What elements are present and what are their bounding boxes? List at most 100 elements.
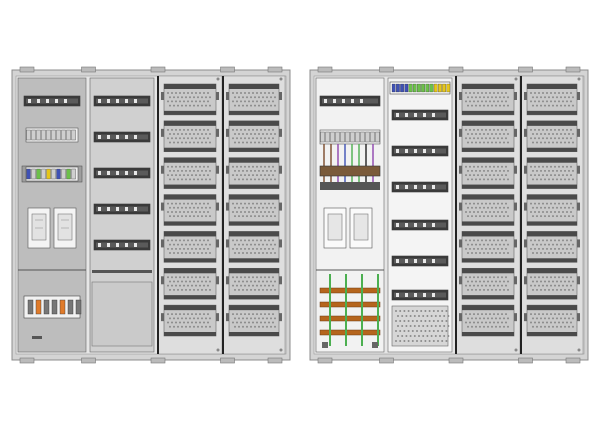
perforation-hole bbox=[483, 178, 485, 181]
perforation-hole bbox=[266, 280, 268, 283]
perforation-hole bbox=[426, 335, 429, 337]
distribution-row bbox=[161, 120, 219, 153]
perforation-hole bbox=[236, 321, 238, 324]
perforation-hole bbox=[268, 174, 270, 177]
perforation-hole bbox=[501, 284, 503, 287]
perforation-hole bbox=[266, 325, 268, 328]
perforation-hole bbox=[185, 280, 187, 283]
distribution-row bbox=[459, 267, 517, 300]
perforation-hole bbox=[497, 128, 499, 131]
row-tab-left bbox=[459, 165, 462, 174]
perforation-hole bbox=[554, 210, 556, 213]
distribution-row bbox=[524, 304, 580, 337]
perforation-hole bbox=[234, 141, 236, 144]
perforation-hole bbox=[420, 330, 423, 332]
perforation-hole bbox=[485, 210, 487, 213]
distribution-row bbox=[524, 267, 580, 300]
perforation-hole bbox=[244, 276, 246, 279]
din-rail bbox=[391, 181, 449, 193]
terminal bbox=[446, 83, 451, 93]
perforation-hole bbox=[270, 133, 272, 136]
perforation-hole bbox=[197, 252, 199, 255]
perforation-hole bbox=[441, 320, 444, 322]
perforation-hole bbox=[405, 315, 408, 317]
perforation-hole bbox=[266, 252, 268, 255]
perforation-hole bbox=[232, 100, 234, 103]
rail-module-mark bbox=[414, 293, 417, 297]
perforation-hole bbox=[507, 215, 509, 218]
rail-module-mark bbox=[107, 135, 110, 139]
perforation-hole bbox=[430, 325, 433, 327]
perforation-hole bbox=[479, 252, 481, 255]
perforation-hole bbox=[548, 252, 550, 255]
perforation-hole bbox=[570, 128, 572, 131]
perforation-hole bbox=[191, 174, 193, 177]
perforation-hole bbox=[252, 321, 254, 324]
perforation-hole bbox=[495, 288, 497, 291]
perforation-hole bbox=[175, 202, 177, 205]
perforation-hole bbox=[260, 276, 262, 279]
perforation-hole bbox=[542, 137, 544, 140]
busbar bbox=[319, 287, 381, 294]
perforation-hole bbox=[544, 288, 546, 291]
perforation-hole bbox=[424, 310, 427, 312]
terminal-block bbox=[46, 168, 51, 180]
row-tab-right bbox=[279, 202, 282, 211]
distribution-row bbox=[459, 304, 517, 337]
perforation-hole bbox=[572, 325, 574, 328]
perforation-hole bbox=[570, 137, 572, 140]
perforation-hole bbox=[203, 313, 205, 316]
perforation-hole bbox=[256, 239, 258, 242]
din-rail bbox=[93, 203, 151, 215]
perforation-hole bbox=[477, 92, 479, 94]
perforation-hole bbox=[544, 96, 546, 99]
perforation-hole bbox=[195, 165, 197, 168]
perforation-hole bbox=[246, 141, 248, 144]
perforation-hole bbox=[439, 315, 441, 317]
perforation-hole bbox=[493, 284, 495, 287]
perforation-hole bbox=[489, 128, 491, 131]
perforation-hole bbox=[471, 133, 473, 136]
row-tab-left bbox=[161, 165, 164, 174]
row-tab-left bbox=[161, 92, 164, 100]
perforation-hole bbox=[542, 202, 544, 205]
perforation-hole bbox=[447, 315, 450, 317]
perforation-hole bbox=[397, 325, 399, 327]
perforation-hole bbox=[552, 280, 554, 283]
perforation-hole bbox=[242, 317, 244, 320]
distribution-row bbox=[524, 120, 580, 153]
perforation-hole bbox=[540, 280, 542, 283]
perforation-hole bbox=[252, 174, 254, 177]
perforation-hole bbox=[556, 169, 558, 172]
perforation-hole bbox=[546, 276, 548, 279]
perforation-hole bbox=[479, 104, 481, 107]
perforation-hole bbox=[487, 252, 489, 255]
perforation-hole bbox=[256, 100, 258, 103]
perforation-hole bbox=[183, 210, 185, 213]
perforation-hole bbox=[399, 320, 402, 322]
perforation-hole bbox=[465, 284, 467, 287]
perforation-hole bbox=[534, 137, 536, 140]
perforation-hole bbox=[242, 252, 244, 255]
perforation-hole bbox=[264, 202, 266, 205]
perforation-hole bbox=[171, 128, 173, 131]
perforation-hole bbox=[250, 243, 252, 246]
perforation-hole bbox=[536, 141, 538, 144]
perforation-hole bbox=[264, 137, 266, 140]
terminal-block bbox=[56, 129, 61, 141]
perforation-hole bbox=[254, 243, 256, 246]
perforation-hole bbox=[469, 247, 471, 250]
perforation-hole bbox=[183, 247, 185, 250]
din-rail bbox=[93, 95, 151, 107]
perforation-hole bbox=[248, 165, 250, 168]
perforation-hole bbox=[240, 210, 242, 213]
perforation-hole bbox=[246, 133, 248, 136]
row-cover bbox=[526, 120, 578, 153]
perforation-hole bbox=[209, 252, 211, 255]
perforation-hole bbox=[207, 239, 209, 242]
perforation-hole bbox=[548, 288, 550, 291]
perforation-hole bbox=[424, 320, 427, 322]
perforation-hole bbox=[483, 243, 485, 246]
row-rail-top bbox=[462, 157, 514, 163]
perforation-hole bbox=[473, 276, 475, 279]
